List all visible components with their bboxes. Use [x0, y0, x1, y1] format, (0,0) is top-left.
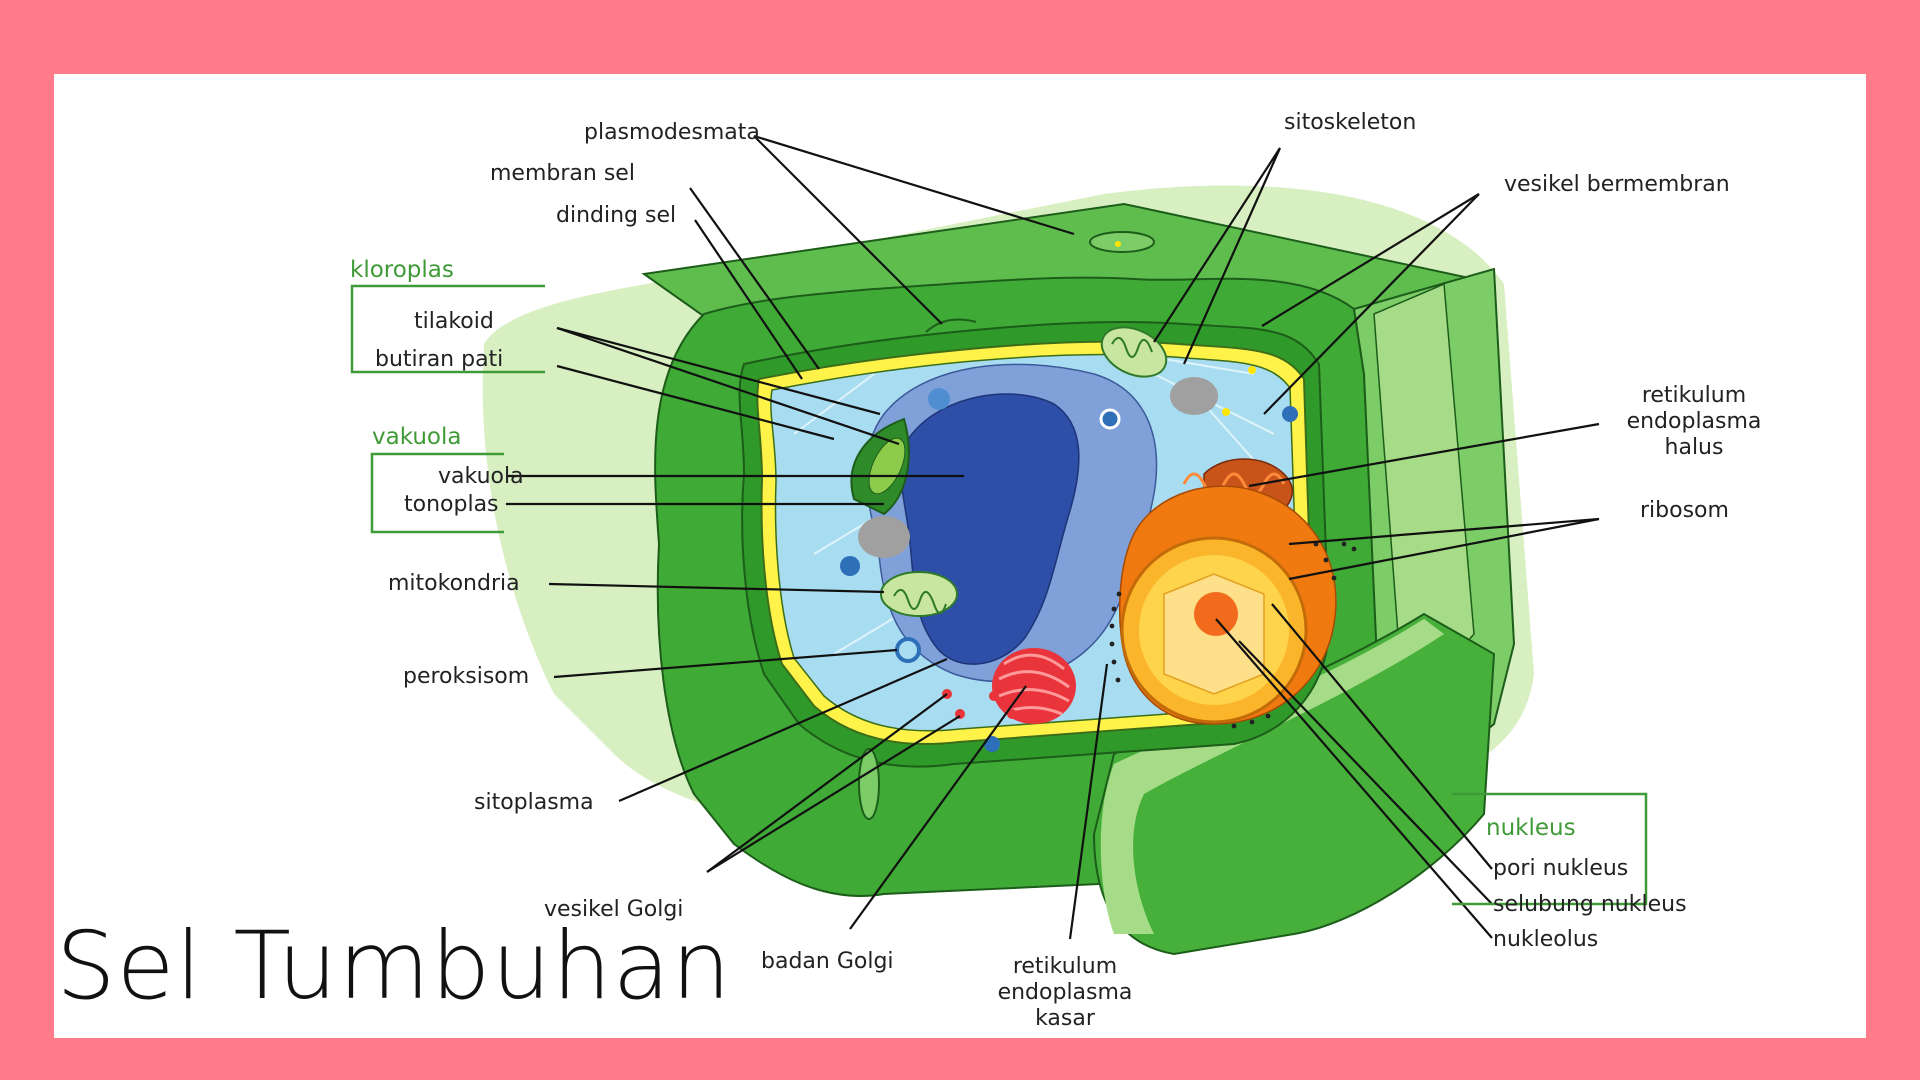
vesicle-1	[928, 388, 950, 410]
cell-wall-side-inner	[1373, 282, 1475, 716]
plasmodesma-top	[1089, 231, 1155, 253]
label-tilakoid: tilakoid	[414, 309, 494, 334]
label-vesikel-bermembran: vesikel bermembran	[1504, 172, 1730, 197]
plasmodesma-lower	[858, 748, 880, 820]
label-ribosom: ribosom	[1640, 498, 1729, 523]
label-sitoplasma: sitoplasma	[474, 790, 594, 815]
golgi-body	[992, 648, 1076, 724]
label-mitokondria: mitokondria	[388, 571, 520, 596]
mitochondrion-1	[1100, 326, 1168, 378]
label-vakuola-group: vakuola	[372, 424, 461, 450]
label-vakuola: vakuola	[438, 464, 524, 489]
vesicle-4	[1282, 406, 1298, 422]
label-sitoskeleton: sitoskeleton	[1284, 110, 1416, 135]
label-pori-nukleus: pori nukleus	[1493, 856, 1628, 881]
ribosome-dots	[1109, 541, 1357, 729]
label-nukleolus: nukleolus	[1493, 927, 1598, 952]
label-membran-sel: membran sel	[490, 161, 635, 186]
peroxisome	[895, 637, 921, 663]
page-title: Sel Tumbuhan	[56, 912, 732, 1021]
kloroplas-bracket	[350, 284, 545, 374]
mitochondrion-2-cristae	[893, 589, 947, 614]
label-badan-golgi: badan Golgi	[761, 949, 894, 974]
plasmodesma-dot	[1115, 241, 1121, 247]
label-rek-3: kasar	[1035, 1006, 1096, 1031]
nukleus-bracket	[1452, 792, 1648, 906]
vesicle-2	[840, 556, 860, 576]
plasmodesma-left	[925, 318, 977, 333]
golgi-vesicle-1	[989, 691, 999, 701]
label-plasmodesmata: plasmodesmata	[584, 120, 760, 145]
label-reh-2: endoplasma	[1627, 409, 1762, 434]
label-nukleus-group: nukleus	[1486, 815, 1576, 841]
golgi-vesicle-2	[1007, 709, 1017, 719]
plant-cell-diagram: plasmodesmata membran sel dinding sel si…	[350, 110, 1762, 1031]
slide-card: plasmodesmata membran sel dinding sel si…	[54, 74, 1866, 1038]
vesicle-5	[984, 736, 1000, 752]
small-yellow-vesicle-1	[1248, 366, 1256, 374]
vesicle-3	[1099, 408, 1121, 430]
mitochondrion-2	[880, 571, 958, 617]
label-selubung-nukleus: selubung nukleus	[1493, 892, 1687, 917]
small-yellow-vesicle-2	[1222, 408, 1230, 416]
chloroplast-inner	[868, 437, 906, 495]
nucleolus-shape	[1194, 592, 1238, 636]
label-peroksisom: peroksisom	[403, 664, 529, 689]
cell-wall-cut-light	[1100, 619, 1444, 934]
amyloplast-grey-2	[858, 516, 910, 558]
label-reh-3: halus	[1665, 435, 1724, 460]
label-rek-2: endoplasma	[998, 980, 1133, 1005]
label-vesikel-golgi: vesikel Golgi	[544, 897, 683, 922]
label-kloroplas-group: kloroplas	[350, 257, 454, 283]
amyloplast-grey-1	[1170, 377, 1218, 415]
vakuola-bracket	[370, 452, 504, 534]
label-butiran-pati: butiran pati	[375, 347, 503, 372]
mitochondrion-1-cristae	[1111, 337, 1153, 358]
label-reh-1: retikulum	[1642, 383, 1746, 408]
label-tonoplas: tonoplas	[404, 492, 499, 517]
label-rek-1: retikulum	[1013, 954, 1117, 979]
leader-lines	[506, 134, 1600, 940]
label-dinding-sel: dinding sel	[556, 203, 676, 228]
